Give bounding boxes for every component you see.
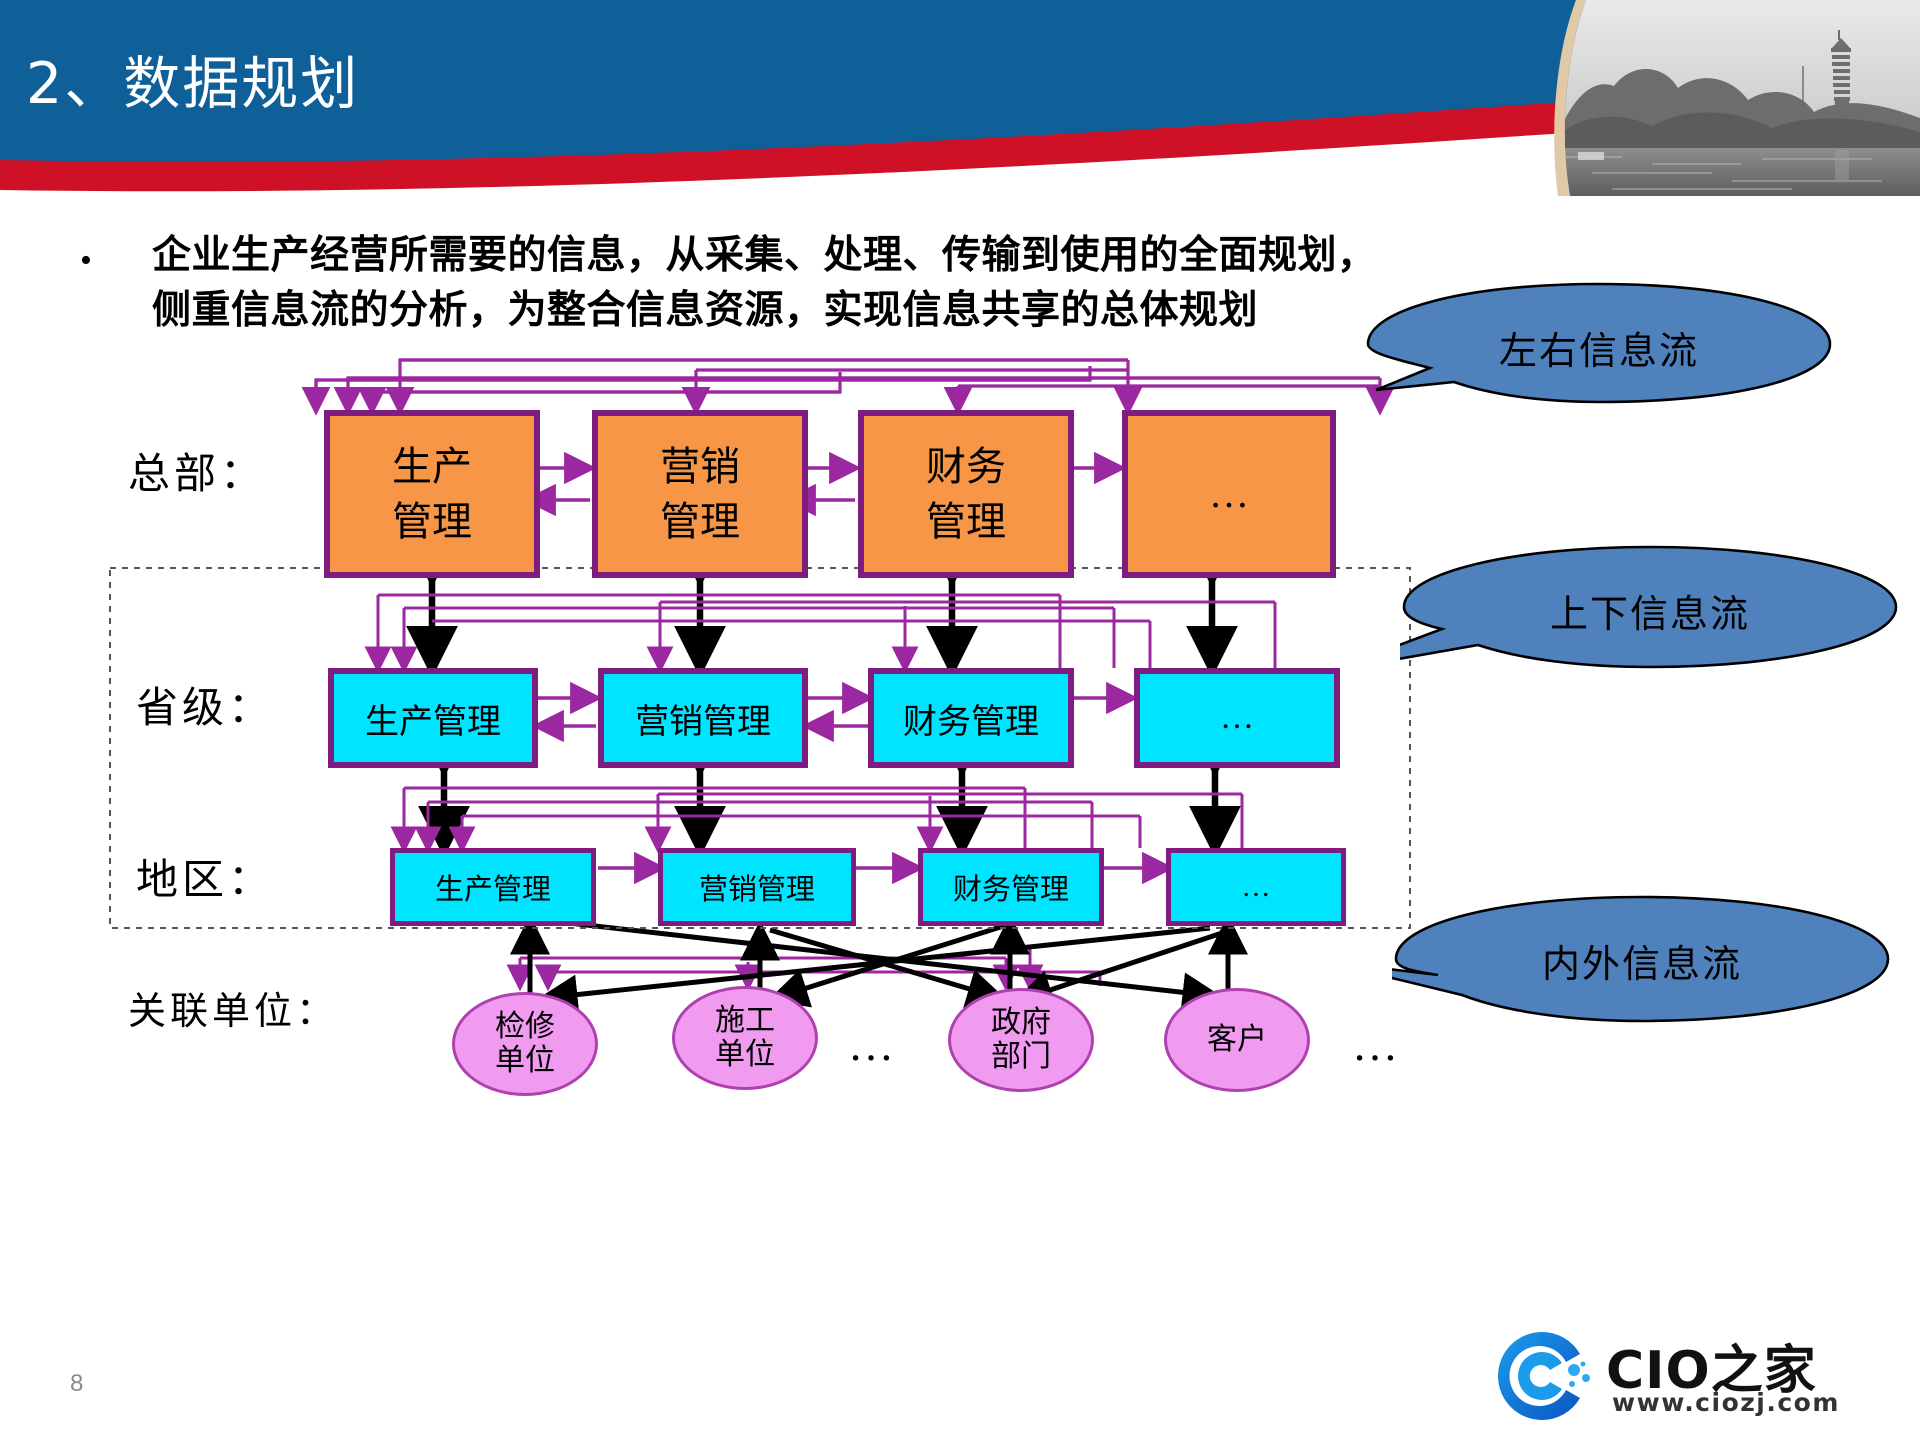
node-province-more-label: … bbox=[1220, 699, 1254, 736]
node-partner-government[interactable]: 政府 部门 bbox=[948, 988, 1094, 1092]
cio-home-logo[interactable]: CIO之家 www.ciozj.com bbox=[1488, 1322, 1892, 1430]
node-partner-construction-line2: 单位 bbox=[715, 1038, 775, 1071]
node-district-marketing[interactable]: 营销管理 bbox=[658, 848, 856, 926]
node-hq-production-line1: 生产 bbox=[392, 443, 472, 489]
callout-vertical-flow[interactable]: 上下信息流 bbox=[1400, 545, 1900, 675]
node-district-production-label: 生产管理 bbox=[434, 874, 551, 906]
bullet-line-2: 侧重信息流的分析，为整合信息资源，实现信息共享的总体规划 bbox=[152, 288, 1259, 334]
node-hq-marketing[interactable]: 营销 管理 bbox=[592, 410, 808, 578]
callout-lateral-flow-label: 左右信息流 bbox=[1498, 330, 1699, 373]
node-province-production-label: 生产管理 bbox=[365, 703, 501, 741]
page-title: 2、数据规划 bbox=[26, 51, 360, 117]
callout-vertical-flow-label: 上下信息流 bbox=[1549, 593, 1750, 636]
callout-internal-external-flow[interactable]: 内外信息流 bbox=[1392, 895, 1892, 1025]
row-label-partners: 关联单位： bbox=[128, 991, 339, 1033]
node-hq-production-line2: 管理 bbox=[392, 499, 472, 544]
callout-lateral-flow-shape bbox=[1366, 282, 1832, 404]
node-district-more[interactable]: … bbox=[1166, 848, 1346, 926]
node-partner-customer[interactable]: 客户 bbox=[1164, 988, 1310, 1092]
cio-logo-url: www.ciozj.com bbox=[1612, 1388, 1840, 1417]
row-label-province: 省级： bbox=[136, 686, 275, 732]
information-flow-diagram: 总部： 省级： 地区： 关联单位： 生产 管理 营销 管理 财务 管理 … 生产… bbox=[0, 282, 1920, 1340]
node-partner-construction-line1: 施工 bbox=[715, 1004, 775, 1038]
callout-vertical-flow-shape bbox=[1400, 545, 1898, 669]
node-hq-more-label: … bbox=[1209, 471, 1249, 517]
node-province-more[interactable]: … bbox=[1134, 668, 1340, 768]
callout-lateral-flow[interactable]: 左右信息流 bbox=[1364, 282, 1834, 412]
node-partner-government-line2: 部门 bbox=[991, 1040, 1051, 1073]
node-province-finance[interactable]: 财务管理 bbox=[868, 668, 1074, 768]
node-partner-customer-line1: 客户 bbox=[1207, 1023, 1267, 1057]
node-province-production[interactable]: 生产管理 bbox=[328, 668, 538, 768]
node-district-finance-label: 财务管理 bbox=[952, 874, 1069, 906]
node-partner-government-line1: 政府 bbox=[991, 1006, 1051, 1040]
node-hq-more[interactable]: … bbox=[1122, 410, 1336, 578]
bullet-text: 企业生产经营所需要的信息，从采集、处理、传输到使用的全面规划， 侧重信息流的分析… bbox=[152, 228, 1640, 339]
node-partner-construction[interactable]: 施工 单位 bbox=[672, 986, 818, 1090]
node-hq-marketing-line2: 管理 bbox=[660, 499, 740, 544]
node-partner-maintenance-line2: 单位 bbox=[495, 1044, 555, 1077]
callout-internal-external-flow-shape bbox=[1392, 895, 1890, 1023]
page-number: 8 bbox=[70, 1370, 84, 1397]
node-hq-marketing-line1: 营销 bbox=[660, 443, 740, 489]
node-hq-production[interactable]: 生产 管理 bbox=[324, 410, 540, 578]
cio-logo-mark bbox=[1498, 1332, 1590, 1420]
partner-ellipsis-1: … bbox=[848, 1019, 901, 1070]
row-label-district: 地区： bbox=[136, 858, 275, 904]
header-photo bbox=[1552, 0, 1920, 196]
node-province-marketing[interactable]: 营销管理 bbox=[598, 668, 808, 768]
bullet-line-1: 企业生产经营所需要的信息，从采集、处理、传输到使用的全面规划， bbox=[152, 233, 1377, 278]
bullet-marker: • bbox=[80, 242, 92, 279]
node-district-finance[interactable]: 财务管理 bbox=[918, 848, 1104, 926]
node-district-more-label: … bbox=[1241, 870, 1271, 903]
node-province-marketing-label: 营销管理 bbox=[635, 703, 771, 741]
node-hq-finance-line1: 财务 bbox=[926, 443, 1006, 489]
node-hq-finance[interactable]: 财务 管理 bbox=[858, 410, 1074, 578]
node-partner-maintenance-line1: 检修 bbox=[495, 1010, 555, 1044]
node-hq-finance-line2: 管理 bbox=[926, 499, 1006, 544]
callout-internal-external-flow-label: 内外信息流 bbox=[1541, 943, 1742, 986]
partner-ellipsis-2: … bbox=[1352, 1019, 1405, 1070]
bullet-block: • 企业生产经营所需要的信息，从采集、处理、传输到使用的全面规划， 侧重信息流的… bbox=[80, 228, 1640, 339]
node-district-production[interactable]: 生产管理 bbox=[390, 848, 596, 926]
row-label-headquarters: 总部： bbox=[128, 452, 267, 498]
node-province-finance-label: 财务管理 bbox=[903, 703, 1039, 741]
node-district-marketing-label: 营销管理 bbox=[698, 874, 815, 906]
node-partner-maintenance[interactable]: 检修 单位 bbox=[452, 992, 598, 1096]
cio-logo-name: CIO之家 bbox=[1606, 1341, 1817, 1401]
